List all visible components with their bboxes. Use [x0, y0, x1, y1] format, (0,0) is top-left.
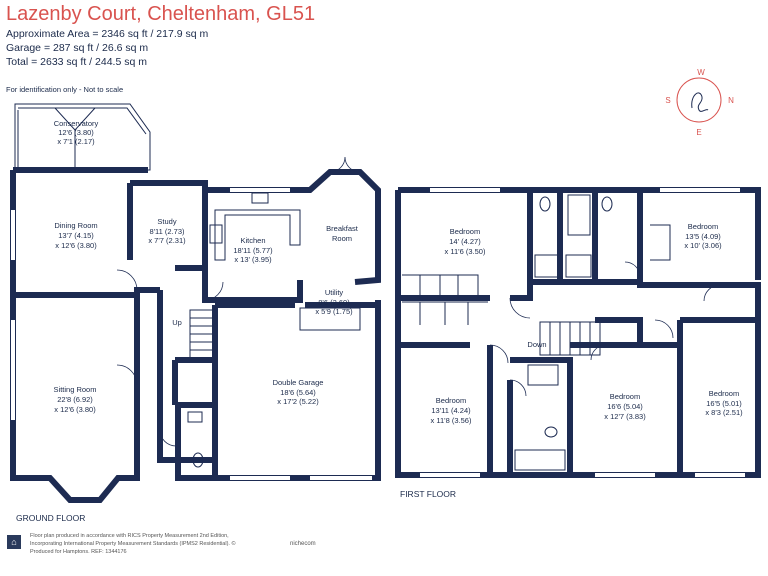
room-dims: x 11'6 (3.50)	[445, 247, 486, 256]
room-dims: x 12'6 (3.80)	[54, 405, 96, 414]
room-dims: 13'7 (4.15)	[58, 231, 94, 240]
room-dims: x 13' (3.95)	[234, 255, 272, 264]
room-name: Study	[157, 217, 176, 226]
room-dims: x 7'7 (2.31)	[148, 236, 186, 245]
room-dims: 14' (4.27)	[449, 237, 481, 246]
room-dims: x 11'8 (3.56)	[431, 416, 472, 425]
room-name: Bedroom	[709, 389, 739, 398]
garage-area: Garage = 287 sq ft / 26.6 sq m	[6, 42, 149, 54]
room-name: Utility	[325, 288, 344, 297]
room-dims: 13'5 (4.09)	[685, 232, 721, 241]
room-dims: 12'6 (3.80)	[58, 128, 94, 137]
total-area: Total = 2633 sq ft / 244.5 sq m	[6, 56, 147, 68]
scale-note: For identification only - Not to scale	[6, 85, 124, 94]
room-name: Bedroom	[436, 396, 466, 405]
room-dims: 18'6 (5.64)	[280, 388, 316, 397]
footer-line-1: Floor plan produced in accordance with R…	[30, 533, 229, 539]
room-dims: x 10' (3.06)	[684, 241, 722, 250]
room-dims: x 7'1 (2.17)	[57, 137, 95, 146]
ground-floor-walls	[10, 103, 381, 503]
compass-n: N	[728, 96, 734, 105]
ground-floor-labels: Conservatory 12'6 (3.80) x 7'1 (2.17) Di…	[54, 119, 359, 414]
first-floor-labels: Bedroom 14' (4.27) x 11'6 (3.50) Bedroom…	[431, 222, 744, 425]
room-dims: 18'11 (5.77)	[233, 246, 273, 255]
ground-floor-label: GROUND FLOOR	[16, 513, 86, 523]
compass-w: W	[697, 68, 705, 77]
compass-s: S	[665, 96, 670, 105]
room-dims: 22'8 (6.92)	[57, 395, 93, 404]
footer-line-2: Incorporating International Property Mea…	[30, 541, 236, 547]
room-name: Double Garage	[273, 378, 324, 387]
room-name: Kitchen	[240, 236, 265, 245]
room-name: Conservatory	[54, 119, 99, 128]
room-dims: x 17'2 (5.22)	[277, 397, 319, 406]
room-name: Bedroom	[610, 392, 640, 401]
room-dims: x 12'6 (3.80)	[55, 241, 97, 250]
first-floor-walls	[395, 187, 761, 478]
room-dims: x 5'9 (1.75)	[315, 307, 353, 316]
stair-label: Up	[172, 318, 182, 327]
first-floor-label: FIRST FLOOR	[400, 489, 457, 499]
room-name: Dining Room	[54, 221, 97, 230]
approx-area: Approximate Area = 2346 sq ft / 217.9 sq…	[6, 28, 209, 40]
room-name: Bedroom	[450, 227, 480, 236]
brand-mark: nichecom	[290, 541, 316, 547]
room-dims: Room	[332, 234, 352, 243]
stair-label: Down	[527, 340, 546, 349]
compass: W S N E	[665, 68, 734, 137]
room-name: Bedroom	[688, 222, 718, 231]
rics-logo-icon: ⌂	[7, 535, 21, 549]
room-dims: x 12'7 (3.83)	[604, 412, 646, 421]
footer-line-3: Produced for Hamptons. REF: 1344176	[30, 549, 127, 555]
room-dims: 13'11 (4.24)	[431, 406, 471, 415]
room-dims: 16'5 (5.01)	[706, 399, 742, 408]
plan-title: Lazenby Court, Cheltenham, GL51	[6, 3, 316, 25]
room-name: Breakfast	[326, 224, 359, 233]
room-dims: 8'11 (2.73)	[149, 227, 185, 236]
room-dims: 8'6 (2.60)	[318, 298, 350, 307]
room-dims: x 8'3 (2.51)	[705, 408, 743, 417]
room-name: Sitting Room	[54, 385, 97, 394]
compass-e: E	[696, 128, 701, 137]
room-dims: 16'6 (5.04)	[607, 402, 643, 411]
